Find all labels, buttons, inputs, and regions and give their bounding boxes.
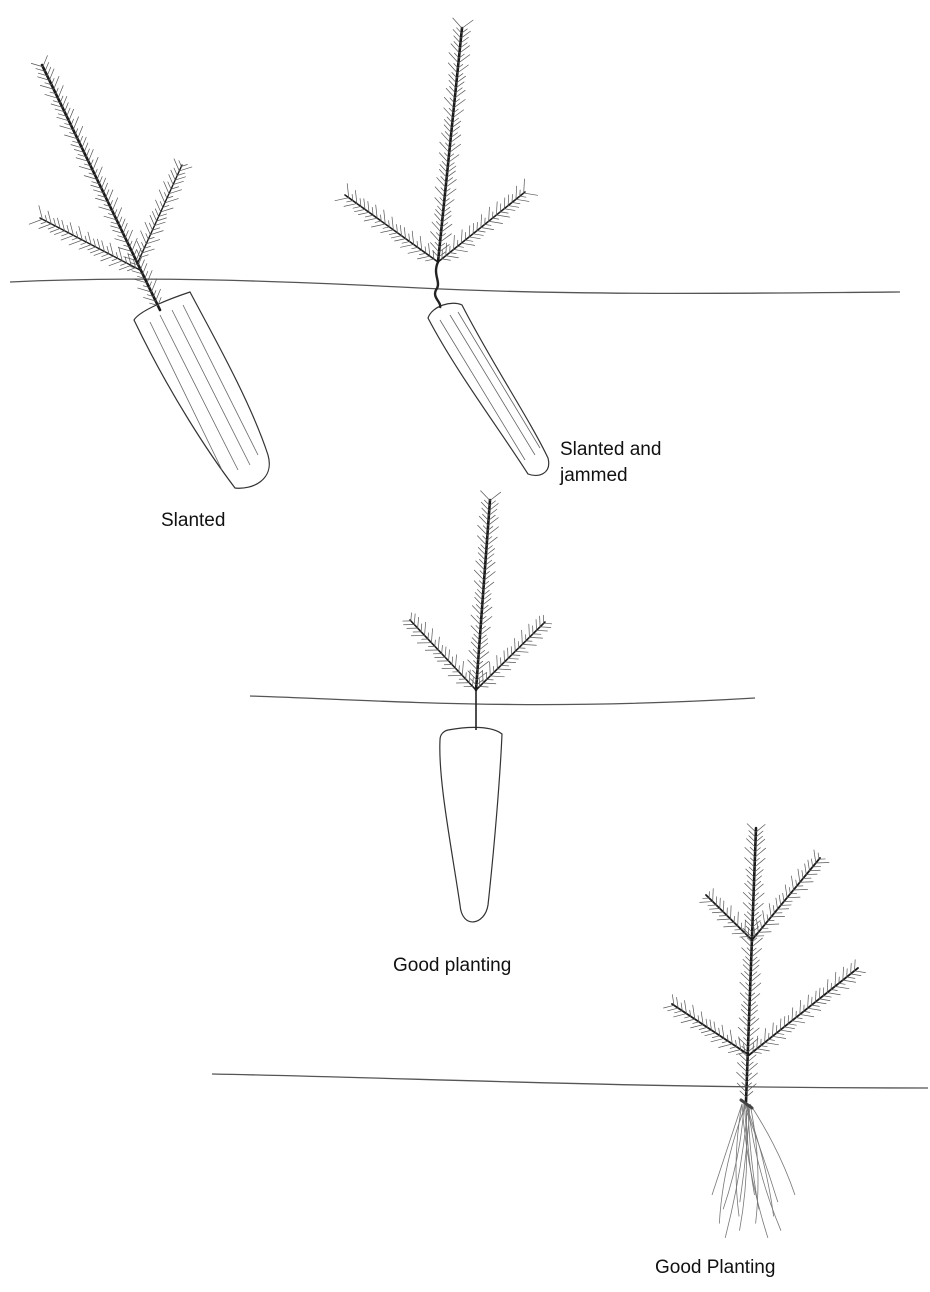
slanted-seedling <box>29 56 269 489</box>
plug-streaks <box>440 312 540 460</box>
good-plug-seedling <box>403 491 552 922</box>
caption-slanted-jammed: Slanted and jammed <box>560 437 720 489</box>
ground-line-bottom <box>212 1074 928 1088</box>
jammed-stem <box>435 262 440 308</box>
ground-line-middle <box>250 696 755 705</box>
slanted-jammed-seedling <box>335 18 549 475</box>
shoot <box>664 824 866 1102</box>
root-plug <box>134 292 269 488</box>
caption-slanted: Slanted <box>161 508 225 534</box>
shoot <box>29 56 192 310</box>
good-bare-root-seedling <box>664 824 866 1238</box>
root-plug <box>440 727 502 922</box>
caption-good-planting-bare-root: Good Planting <box>655 1255 775 1281</box>
plug-streaks <box>150 305 258 470</box>
root-system <box>712 1100 795 1238</box>
ground-line-top <box>10 279 900 293</box>
caption-good-planting: Good planting <box>393 953 511 979</box>
shoot <box>403 491 552 690</box>
shoot <box>335 18 538 262</box>
root-plug <box>428 303 549 475</box>
